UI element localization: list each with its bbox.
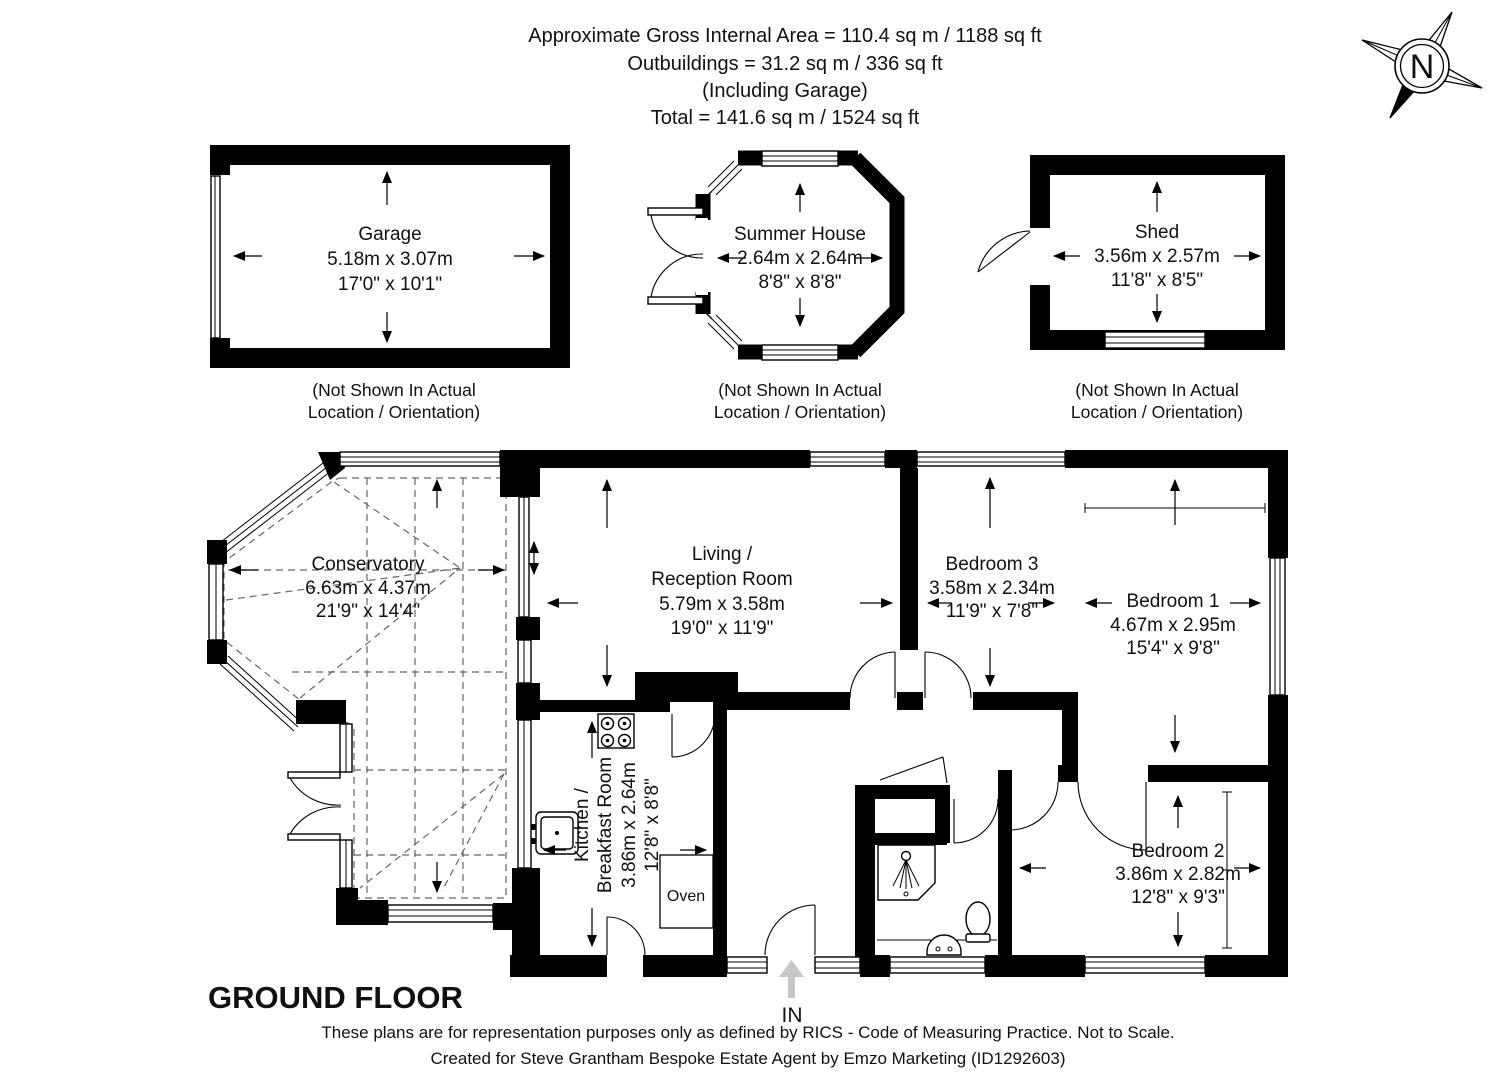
living-room-label-line1: Living / xyxy=(692,544,753,565)
shed-metric: 3.56m x 2.57m xyxy=(1094,246,1220,267)
summer-house-note-line2: Location / Orientation) xyxy=(714,402,886,422)
conservatory-door-upper xyxy=(289,777,342,806)
bedroom1-metric: 4.67m x 2.95m xyxy=(1110,615,1236,636)
garage-label: Garage xyxy=(358,224,421,245)
bedroom1-door xyxy=(1077,781,1147,851)
sink-icon xyxy=(531,811,579,855)
summer-house-metric: 2.64m x 2.64m xyxy=(737,248,863,269)
summer-house-imperial: 8'8" x 8'8" xyxy=(758,272,841,293)
header-line-1: Approximate Gross Internal Area = 110.4 … xyxy=(528,25,1042,47)
garage-metric: 5.18m x 3.07m xyxy=(327,249,453,270)
garage-plan: Garage 5.18m x 3.07m 17'0" x 10'1" (Not … xyxy=(210,145,570,422)
entrance-arrow-icon xyxy=(788,974,795,998)
shower-icon xyxy=(877,844,936,901)
compass-north-label: N xyxy=(1410,48,1435,86)
garage-imperial: 17'0" x 10'1" xyxy=(338,274,442,295)
kitchen-label-line1: Kitchen / xyxy=(572,787,593,862)
conservatory-metric: 6.63m x 4.37m xyxy=(305,578,431,599)
living-room-door xyxy=(849,651,896,699)
shed-label: Shed xyxy=(1135,222,1179,243)
fixtures: Oven xyxy=(531,503,1266,956)
header-line-2: Outbuildings = 31.2 sq m / 336 sq ft xyxy=(627,53,943,75)
dimension-arrows xyxy=(229,477,1261,947)
garage-note-line2: Location / Orientation) xyxy=(308,402,480,422)
kitchen-back-door xyxy=(606,916,646,956)
summer-house-plan: Summer House 2.64m x 2.64m 8'8" x 8'8" (… xyxy=(647,150,905,422)
bedroom2-door xyxy=(1009,781,1059,831)
cupboard-door xyxy=(879,756,944,781)
bedroom3-door xyxy=(924,651,972,699)
bedroom2-label: Bedroom 2 xyxy=(1132,841,1225,862)
room-labels: Conservatory 6.63m x 4.37m 21'9" x 14'4"… xyxy=(305,544,1241,908)
stove-icon xyxy=(597,713,635,749)
compass-icon: N xyxy=(1361,11,1483,119)
garage-note-line1: (Not Shown In Actual xyxy=(312,380,475,400)
bedroom3-label: Bedroom 3 xyxy=(946,554,1039,575)
header: Approximate Gross Internal Area = 110.4 … xyxy=(528,25,1042,129)
oven-nook: Oven xyxy=(659,854,714,929)
living-room-imperial: 19'0" x 11'9" xyxy=(671,618,774,639)
shed-door xyxy=(977,231,1031,273)
footer: GROUND FLOOR These plans are for represe… xyxy=(208,980,1175,1068)
summer-house-label: Summer House xyxy=(734,224,866,245)
kitchen-label-line2: Breakfast Room xyxy=(595,757,616,893)
main-plan: Oven xyxy=(207,450,1288,1027)
header-line-4: Total = 141.6 sq m / 1524 sq ft xyxy=(651,107,920,129)
summer-house-door-opening xyxy=(696,218,708,295)
windows xyxy=(208,451,1286,974)
bedroom2-metric: 3.86m x 2.82m xyxy=(1115,864,1241,885)
interior-walls xyxy=(537,468,1288,957)
exterior-walls xyxy=(207,450,1288,977)
kitchen-metric: 3.86m x 2.64m xyxy=(619,762,640,888)
wardrobe-bedroom2 xyxy=(1222,791,1232,949)
bedroom2-imperial: 12'8" x 9'3" xyxy=(1131,887,1225,908)
toilet-icon xyxy=(965,901,991,943)
bedroom1-label: Bedroom 1 xyxy=(1127,591,1220,612)
entrance: IN xyxy=(779,960,804,1027)
shed-note-line1: (Not Shown In Actual xyxy=(1075,380,1238,400)
kitchen-door xyxy=(671,713,716,758)
conservatory-label: Conservatory xyxy=(312,554,425,575)
entrance-label: IN xyxy=(782,1004,803,1027)
living-room-label-line2: Reception Room xyxy=(651,569,793,590)
floor-title: GROUND FLOOR xyxy=(208,980,463,1015)
footer-line-2: Created for Steve Grantham Bespoke Estat… xyxy=(430,1049,1065,1068)
kitchen-imperial: 12'8" x 8'8" xyxy=(642,778,663,872)
basin-icon xyxy=(926,934,962,956)
conservatory-door-lower xyxy=(289,806,342,835)
bathroom-door xyxy=(953,798,999,844)
oven-label: Oven xyxy=(667,888,705,905)
header-line-3: (Including Garage) xyxy=(702,80,868,102)
bedroom3-metric: 3.58m x 2.34m xyxy=(929,578,1055,599)
shed-plan: Shed 3.56m x 2.57m 11'8" x 8'5" (Not Sho… xyxy=(977,155,1285,422)
shed-note-line2: Location / Orientation) xyxy=(1071,402,1243,422)
living-room-metric: 5.79m x 3.58m xyxy=(659,594,785,615)
conservatory-imperial: 21'9" x 14'4" xyxy=(316,601,420,622)
conservatory-roof-lines xyxy=(223,477,507,899)
doors xyxy=(287,651,1147,956)
entrance-door xyxy=(764,904,816,956)
shed-imperial: 11'8" x 8'5" xyxy=(1111,270,1203,291)
summer-house-note-line1: (Not Shown In Actual xyxy=(718,380,881,400)
bedroom1-imperial: 15'4" x 9'8" xyxy=(1126,638,1220,659)
footer-line-1: These plans are for representation purpo… xyxy=(321,1023,1174,1042)
bedroom3-imperial: 11'9" x 7'8" xyxy=(946,601,1038,622)
